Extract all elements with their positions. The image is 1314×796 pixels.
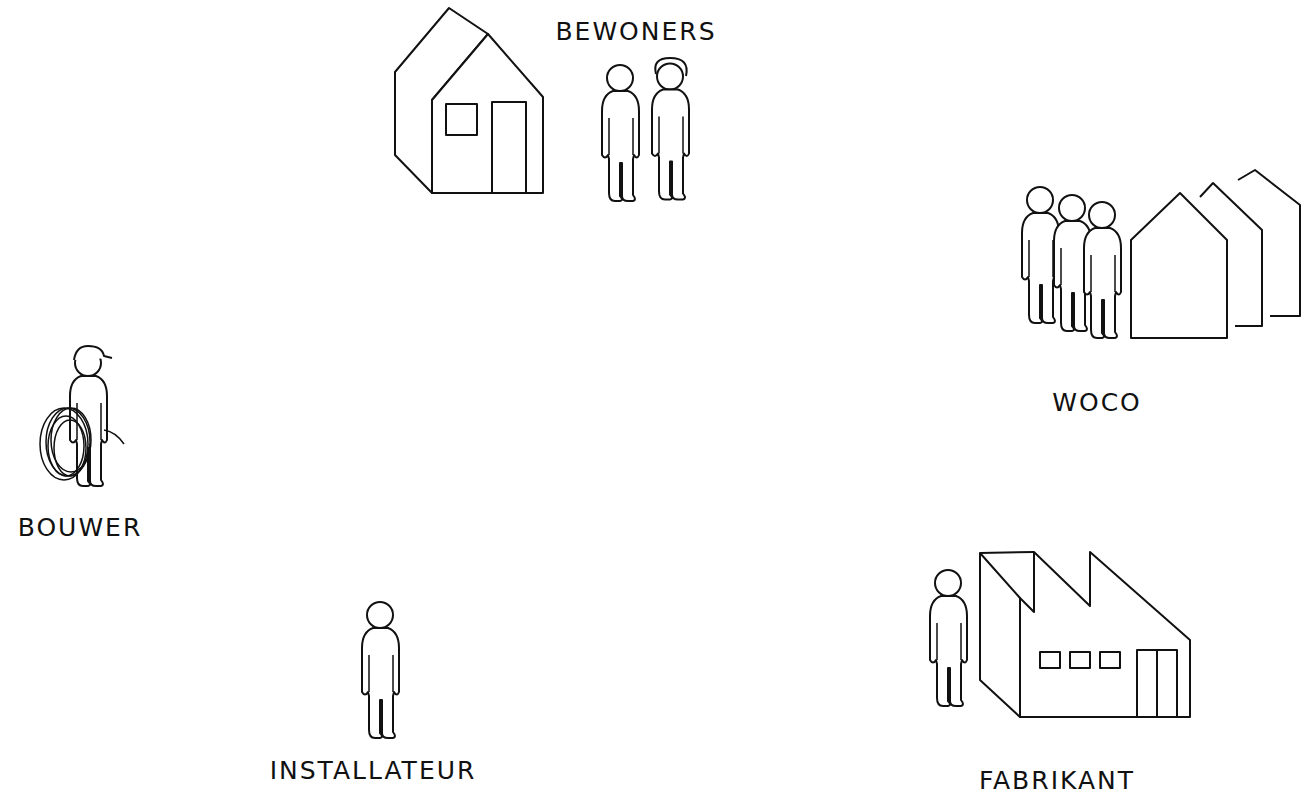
hair-curls [655,58,686,76]
hard-hat [74,346,112,360]
resident-figure [602,65,639,201]
housing-row-drawing [1131,170,1300,338]
installer-figure [362,602,399,738]
factory-drawing [980,552,1190,717]
actor-label: FABRIKANT [979,767,1135,792]
builder-figure [70,350,107,486]
actor-label: BOUWER [18,515,143,540]
corporation-figure [1084,202,1121,338]
manufacturer-figure [930,570,967,706]
actor-label: INSTALLATEUR [270,758,477,783]
actor-label: BEWONERS [555,19,716,44]
actor-label: WOCO [1052,390,1142,415]
house-drawing [395,8,543,193]
resident-figure [652,64,689,200]
cable-coil [40,408,124,480]
